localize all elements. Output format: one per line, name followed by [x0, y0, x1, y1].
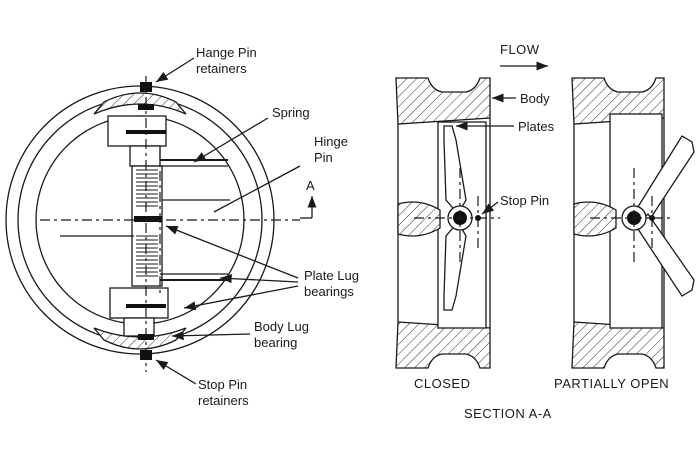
top-retainer	[140, 82, 152, 92]
label-body-lug: Body Lug	[254, 319, 309, 334]
top-retainer-lug	[138, 104, 154, 110]
open-section: PARTIALLY OPEN	[554, 77, 695, 391]
label-stop-pin-retainers: Stop Pin	[198, 377, 247, 392]
leader-hange-pin	[155, 57, 195, 83]
label-bearings: bearings	[304, 284, 354, 299]
closed-body-top	[395, 77, 491, 125]
label-section-a-a: SECTION A-A	[464, 406, 552, 421]
label-partially-open: PARTIALLY OPEN	[554, 376, 669, 391]
label-retainers: retainers	[198, 393, 249, 408]
bottom-plate-lug	[109, 287, 169, 319]
bottom-retainer-lug	[138, 334, 154, 340]
label-section-a: A	[306, 178, 315, 193]
top-body-lug	[93, 92, 187, 115]
top-hinge-housing	[129, 145, 161, 167]
hinge-center-bar	[134, 216, 162, 222]
label-body: Body	[520, 91, 550, 106]
leader-plate-lug-3	[183, 285, 299, 311]
leader-hinge-pin	[213, 165, 301, 213]
label-plates: Plates	[518, 119, 555, 134]
label-hange-pin: Hange Pin	[196, 45, 257, 60]
open-body-bottom	[571, 321, 665, 369]
open-stub	[573, 201, 617, 237]
closed-body-bottom	[395, 321, 491, 369]
bottom-lug-bar	[126, 304, 166, 308]
spring-coils	[136, 169, 158, 277]
front-view: Hange Pin retainers Spring Hinge Pin A P…	[5, 45, 359, 408]
label-pin: Pin	[314, 150, 333, 165]
label-spring: Spring	[272, 105, 310, 120]
leader-plate-lug-2	[219, 274, 299, 284]
label-hange-pin-2: retainers	[196, 61, 247, 76]
label-flow: FLOW	[500, 42, 540, 57]
bottom-hinge-housing	[123, 317, 155, 337]
leader-stop-pin	[481, 201, 499, 215]
leader-spring	[193, 117, 269, 163]
closed-section: Body Plates Stop Pin CLOSED	[395, 77, 555, 391]
leader-plate-lug-1	[165, 225, 299, 279]
bottom-retainer	[140, 350, 152, 360]
label-bearing: bearing	[254, 335, 297, 350]
top-lug-bar	[126, 130, 166, 134]
flow-indicator: FLOW	[500, 42, 548, 71]
label-hinge: Hinge	[314, 134, 348, 149]
leader-body-lug	[171, 331, 251, 341]
closed-stub	[397, 201, 441, 237]
open-body-top	[571, 77, 665, 125]
label-stop-pin: Stop Pin	[500, 193, 549, 208]
leader-stop-pin-retainers	[155, 359, 197, 385]
label-closed: CLOSED	[414, 376, 470, 391]
label-plate-lug: Plate Lug	[304, 268, 359, 283]
